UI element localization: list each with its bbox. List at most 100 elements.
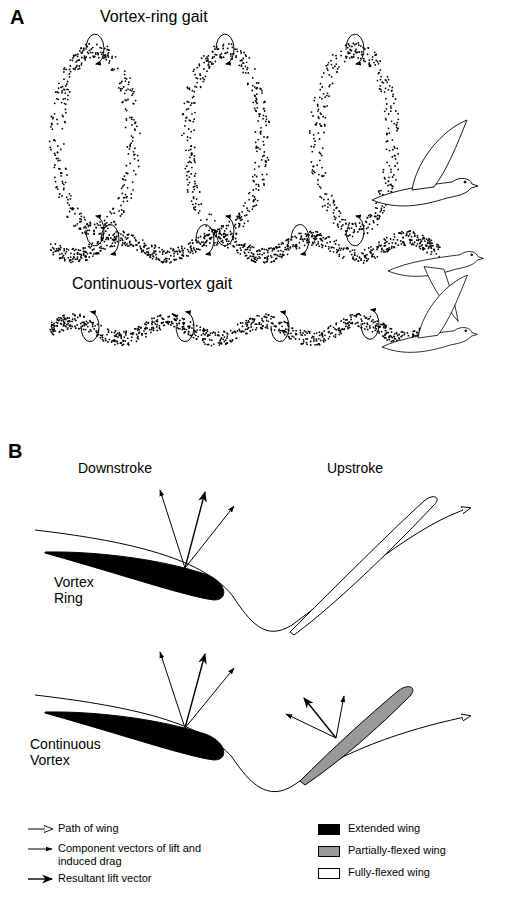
wake-dot [190,137,192,139]
wake-dot [242,58,244,60]
wake-dot [127,200,129,202]
wake-dot [268,121,270,123]
wake-dot [63,68,65,70]
wake-dot [430,253,432,255]
wake-dot [347,235,349,237]
wake-dot [385,118,387,120]
wake-dot [317,231,319,233]
wake-dot [280,250,282,252]
wake-dot [222,226,224,228]
wake-dot [203,237,205,239]
wake-dot [257,250,259,252]
wake-dot [324,106,326,108]
wake-dot [131,94,133,96]
wake-dot [223,232,225,234]
wake-dot [385,182,387,184]
wake-dot [206,219,208,221]
wake-dot [164,259,166,261]
wake-dot [212,50,214,52]
wake-dot [305,233,307,235]
wake-dot [97,52,99,54]
wake-dot [258,115,260,117]
wake-dot [99,221,101,223]
wake-dot [54,153,56,155]
wake-dot [367,217,369,219]
wake-dot [255,88,257,90]
wake-dot [179,258,181,260]
wake-dot [312,169,314,171]
wake-dot [104,220,106,222]
wake-dot [238,244,240,246]
wake-dot [120,237,122,239]
wake-dot [132,189,134,191]
wake-dot [108,49,110,51]
wake-dot [78,249,80,251]
wake-dot [61,102,63,104]
wake-dot [100,227,102,229]
wake-dot [210,237,212,239]
wake-dot [318,132,320,134]
wake-dot [236,48,238,50]
wake-dot [239,253,241,255]
wake-dot [240,247,242,249]
wake-dot [73,257,75,259]
wake-dot [414,233,416,235]
wake-dot [242,68,244,70]
wake-dot [129,163,131,165]
wake-dot [63,71,65,73]
wake-dot [355,43,357,45]
wake-dot [322,206,324,208]
wake-dot [133,154,135,156]
wake-dot [70,259,72,261]
wake-dot [254,68,256,70]
wake-dot [312,232,314,234]
wake-dot [251,252,253,254]
wake-dot [158,259,160,261]
wake-dot [383,210,385,212]
wake-dot [431,245,433,247]
wake-dot [312,166,314,168]
wake-dot [184,125,186,127]
wake-dot [240,249,242,251]
wake-dot [243,52,245,54]
wake-dot [354,254,356,256]
wake-dot [52,116,54,118]
wake-dot [296,237,298,239]
wake-dot [323,199,325,201]
wake-dot [56,98,58,100]
wake-dot [87,233,89,235]
wake-dot [74,213,76,215]
wake-dot [66,83,68,85]
wake-dot [382,212,384,214]
wake-dot [129,242,131,244]
wake-dot [306,238,308,240]
wake-dot [76,66,78,68]
wake-dot [243,245,245,247]
wake-dot [246,69,248,71]
wake-dot [372,56,374,58]
wake-dot [355,225,357,227]
wake-dot [237,249,239,251]
wake-dot [188,101,190,103]
wake-dot [381,208,383,210]
wake-dot [190,149,192,151]
wake-dot [67,81,69,83]
wake-dot [338,210,340,212]
wake-dot [391,188,393,190]
wake-dot [83,49,85,51]
wake-dot [377,80,379,82]
wake-dot [392,95,394,97]
wake-dot [191,153,193,155]
wake-dot [50,243,52,245]
wake-dot [386,237,388,239]
wake-dot [150,254,152,256]
wake-dot [351,57,353,59]
wake-dot [252,208,254,210]
wake-dot [396,148,398,150]
wake-dot [71,208,73,210]
wake-dot [367,232,369,234]
wake-dot [64,260,66,262]
wake-dot [242,62,244,64]
wake-dot [403,242,405,244]
wake-dot [194,183,196,185]
